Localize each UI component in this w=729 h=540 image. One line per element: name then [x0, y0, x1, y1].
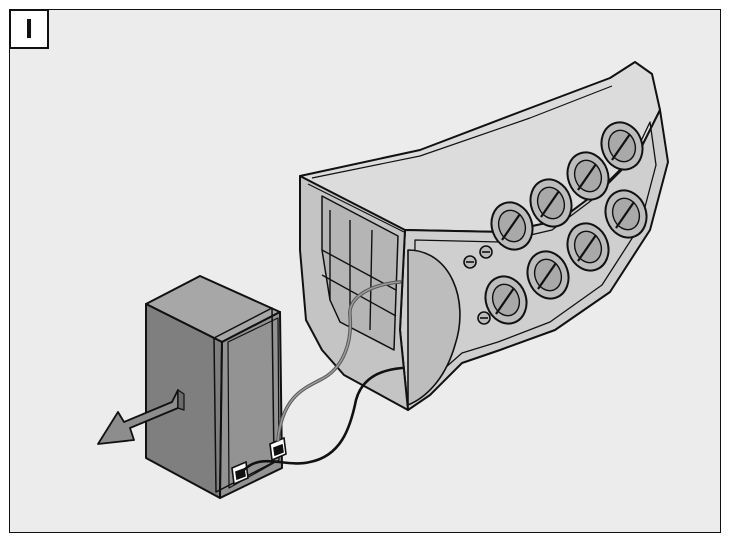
outlet-bottom-3	[566, 222, 610, 272]
power-strip-housing	[299, 61, 669, 411]
outlet-bottom-4	[604, 189, 648, 239]
battery-pack	[145, 275, 283, 499]
gray-wire-outline	[277, 281, 401, 441]
pull-out-arrow-icon	[97, 389, 179, 445]
battery-connector-black	[231, 460, 249, 486]
outlet-top-2	[529, 178, 573, 228]
outlet-top-3	[566, 151, 610, 201]
outlet-bottom-1	[484, 275, 528, 325]
step-badge: I	[9, 9, 49, 49]
outlet-top-4	[600, 121, 644, 171]
battery-connector-gray	[269, 436, 287, 462]
black-wire	[242, 366, 404, 472]
step-label: I	[25, 13, 33, 44]
phone-jack-icon	[463, 245, 493, 325]
outlet-bottom-2	[526, 250, 570, 300]
outlet-top-1	[490, 201, 534, 251]
